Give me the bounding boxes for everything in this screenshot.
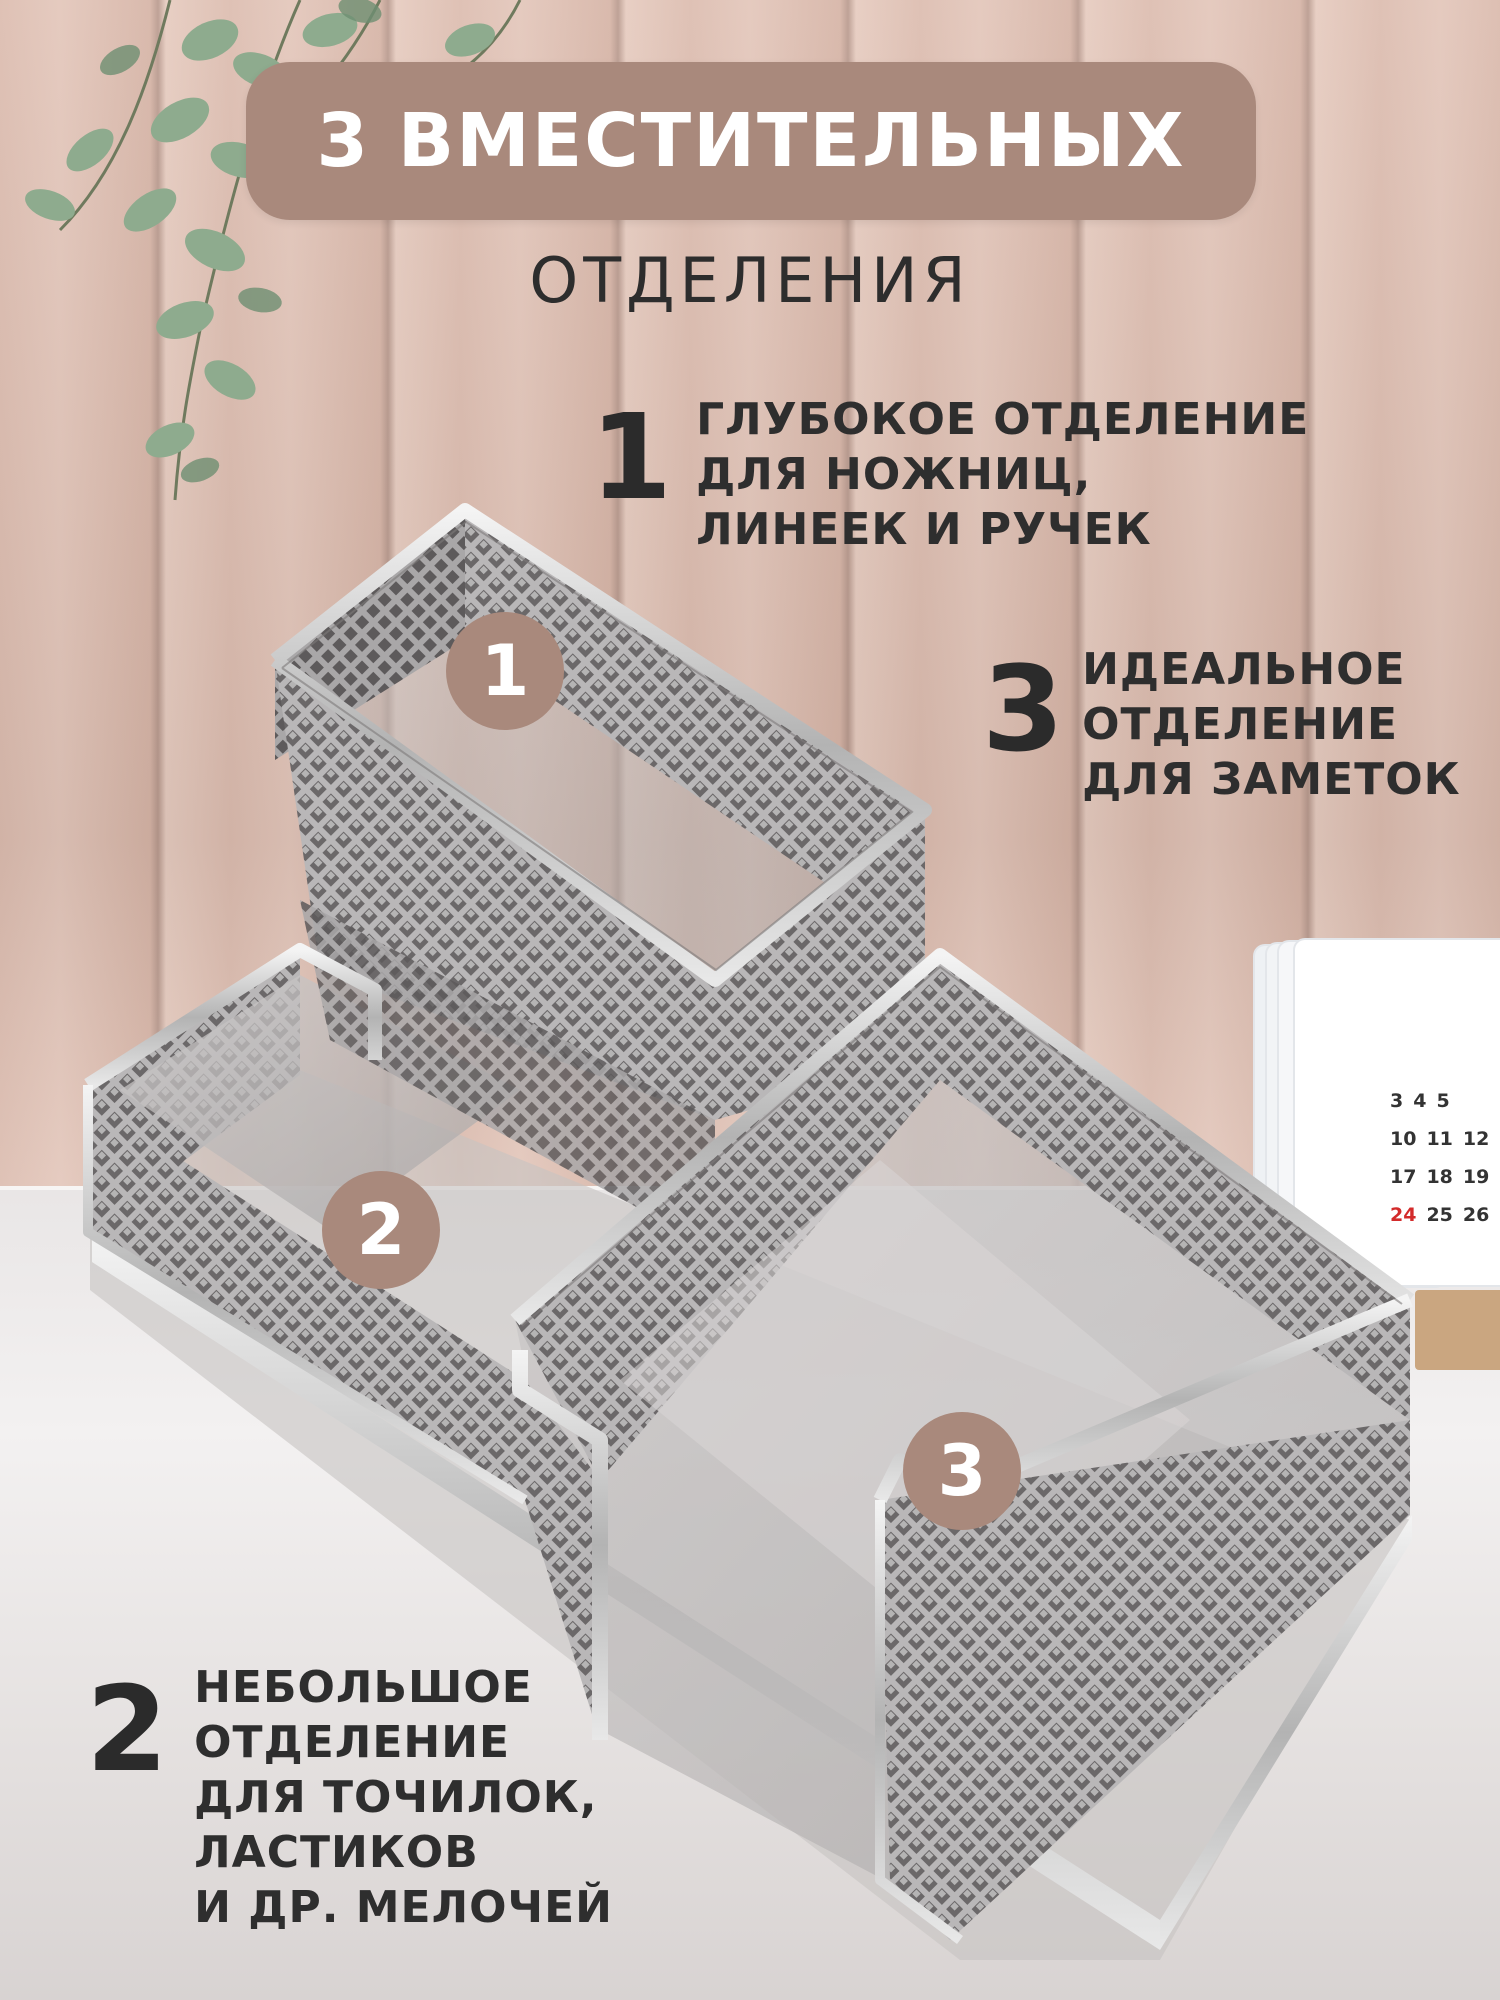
caption-number: 2 — [86, 1660, 169, 1798]
caption-compartment-3: 3 ИДЕАЛЬНОЕ ОТДЕЛЕНИЕ ДЛЯ ЗАМЕТОК — [982, 642, 1461, 807]
calendar-day: 12 — [1462, 1128, 1490, 1150]
caption-text: ИДЕАЛЬНОЕ ОТДЕЛЕНИЕ ДЛЯ ЗАМЕТОК — [1082, 644, 1461, 805]
caption-text: ГЛУБОКОЕ ОТДЕЛЕНИЕ ДЛЯ НОЖНИЦ, ЛИНЕЕК И … — [696, 394, 1310, 555]
calendar-day: 24 — [1390, 1204, 1417, 1226]
calendar-page — [1295, 940, 1500, 1285]
caption-number: 3 — [982, 640, 1065, 778]
calendar-day: 17 — [1390, 1166, 1417, 1188]
calendar-stand — [1415, 1290, 1500, 1370]
calendar-day: 26 — [1462, 1204, 1490, 1226]
calendar-day: 18 — [1426, 1166, 1453, 1188]
calendar-day: 5 — [1436, 1090, 1450, 1112]
calendar-day: 10 — [1390, 1128, 1417, 1150]
calendar-day: 19 — [1462, 1166, 1490, 1188]
calendar-day: 3 — [1390, 1090, 1404, 1112]
subtitle: ОТДЕЛЕНИЯ — [529, 244, 971, 317]
calendar-day: 4 — [1413, 1090, 1427, 1112]
caption-text: НЕБОЛЬШОЕ ОТДЕЛЕНИЕ ДЛЯ ТОЧИЛОК, ЛАСТИКО… — [194, 1662, 613, 1933]
caption-compartment-1: 1 ГЛУБОКОЕ ОТДЕЛЕНИЕ ДЛЯ НОЖНИЦ, ЛИНЕЕК … — [590, 392, 1309, 557]
calendar-day: 25 — [1426, 1204, 1453, 1226]
badge-compartment-2: 2 — [322, 1171, 440, 1289]
calendar-days: 3 4 5 10 11 12 17 18 19 24 25 26 — [1390, 1090, 1500, 1242]
badge-compartment-3: 3 — [903, 1412, 1021, 1530]
title-text: 3 ВМЕСТИТЕЛЬНЫХ — [316, 98, 1186, 184]
calendar-day: 11 — [1426, 1128, 1453, 1150]
caption-number: 1 — [590, 388, 673, 526]
title-banner: 3 ВМЕСТИТЕЛЬНЫХ — [246, 62, 1256, 220]
badge-compartment-1: 1 — [446, 612, 564, 730]
caption-compartment-2: 2 НЕБОЛЬШОЕ ОТДЕЛЕНИЕ ДЛЯ ТОЧИЛОК, ЛАСТИ… — [86, 1660, 613, 1935]
